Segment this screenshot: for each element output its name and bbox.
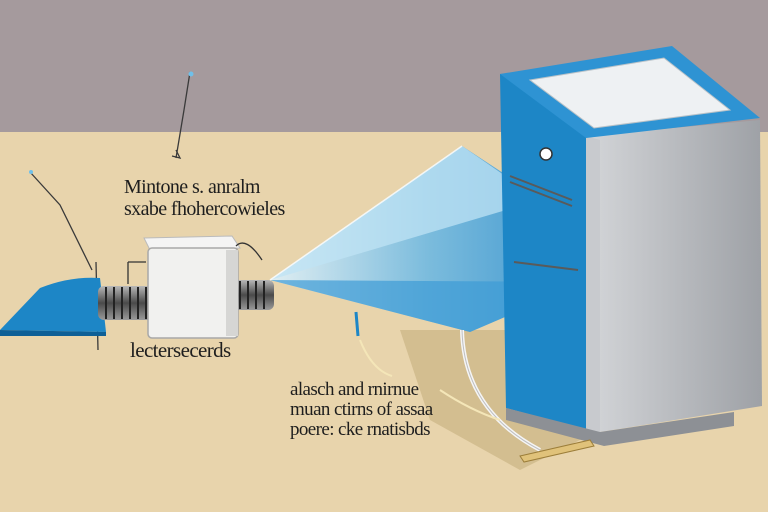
cone-beam-edge xyxy=(269,145,463,281)
dish-emitter-highlight xyxy=(0,330,106,336)
top-label-line-2: sxabe fhohercowieles xyxy=(124,198,285,220)
cabinet-vent-slats xyxy=(509,175,579,271)
sparkle-dot xyxy=(188,71,194,77)
hose-ribs-right xyxy=(239,281,265,309)
sparkle-dot-2 xyxy=(29,170,33,174)
power-cable-outline xyxy=(461,329,541,451)
hose-ribs-left xyxy=(105,287,147,319)
bottom-label-line-3: poere: cke rnatisbds xyxy=(290,419,431,440)
top-label: Mintone s. anralm sxabe fhohercowieles xyxy=(124,176,285,220)
power-cable-plug xyxy=(519,439,595,463)
cone-beam-upper-facet xyxy=(270,146,540,280)
cabinet-front xyxy=(586,120,762,432)
cabinet-knob-icon xyxy=(539,147,553,161)
cabinet-base xyxy=(506,408,734,446)
sparkle-trail xyxy=(359,339,501,421)
bottom-label-line-1: alasch and rnirnue xyxy=(290,379,419,400)
junction-box-wire xyxy=(235,242,263,261)
top-label-line-1: Mintone s. anralm xyxy=(124,176,260,198)
bottom-label-line-2: muan ctirns of assaa xyxy=(290,399,433,420)
small-probe-wire xyxy=(354,311,360,337)
cabinet-top-panel xyxy=(528,57,732,129)
junction-box-icon xyxy=(147,247,239,339)
junction-box-top xyxy=(143,235,241,251)
junction-box-wire-2 xyxy=(127,261,146,284)
dish-emitter-icon xyxy=(0,277,106,332)
flexible-hose-left-icon xyxy=(98,286,154,320)
junction-box-side xyxy=(226,250,238,336)
bottom-label: alasch and rnirnue muan ctirns of assaa … xyxy=(290,380,433,440)
left-label: lectersecerds xyxy=(130,338,231,362)
cabinet-blue-side xyxy=(500,72,586,430)
cabinet-front-edge xyxy=(586,136,600,432)
